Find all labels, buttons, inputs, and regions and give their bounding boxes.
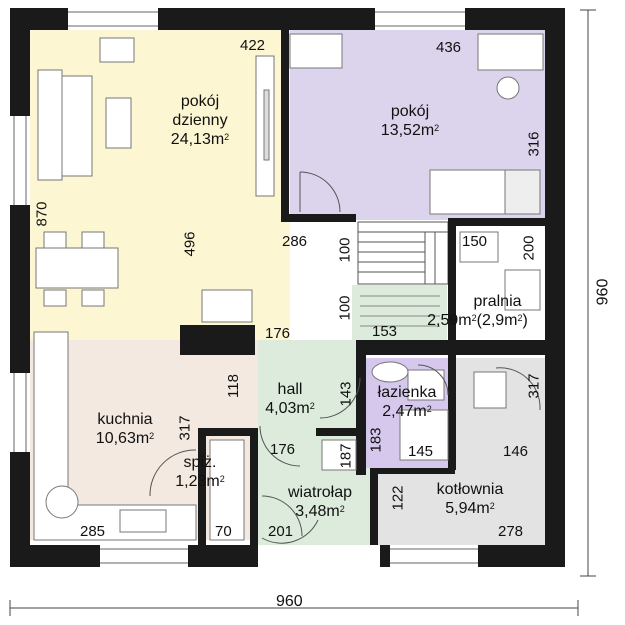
pantry-name: spiż. — [183, 454, 217, 471]
dim-overall-height: 960 — [594, 278, 612, 306]
bathroom-label: łazienka 2,47m2 — [362, 383, 452, 421]
hall-label: hall 4,03m2 — [250, 380, 330, 418]
bedroom-name: pokój — [390, 103, 430, 120]
hall-fill — [258, 340, 358, 435]
dim-122: 122 — [389, 485, 407, 511]
dim-150: 150 — [462, 233, 488, 250]
laundry-label: pralnia 2,59m2(2,9m2) — [410, 292, 545, 330]
dim-100-upper: 100 — [336, 237, 354, 263]
dim-496: 496 — [181, 231, 199, 257]
vestibule-name: wiatrołap — [287, 484, 353, 501]
boiler-room-name: kotłownia — [436, 481, 504, 498]
dim-183: 183 — [367, 427, 385, 453]
dim-278: 278 — [498, 523, 524, 540]
bedroom-area: 13,52m2 — [380, 122, 440, 139]
hall-area: 4,03m2 — [265, 400, 315, 417]
staircase — [357, 221, 449, 285]
bathroom-name: łazienka — [377, 384, 437, 401]
vestibule-label: wiatrołap 3,48m2 — [265, 483, 375, 521]
living-room-area: 24,13m2 — [170, 131, 230, 148]
doors — [149, 171, 541, 544]
living-room-name-1: pokój — [180, 93, 220, 110]
living-furniture — [35, 37, 275, 323]
pantry-label: spiż. 1,23m2 — [160, 453, 240, 491]
dim-176-upper: 176 — [265, 325, 291, 342]
dim-153: 153 — [372, 323, 398, 340]
bedroom-label: pokój 13,52m2 — [355, 102, 465, 140]
stair-landing-fill — [352, 285, 447, 345]
dim-201: 201 — [268, 523, 294, 540]
vestibule-area: 3,48m2 — [295, 503, 345, 520]
pantry-area: 1,23m2 — [175, 473, 225, 490]
dim-317-boiler: 317 — [525, 373, 543, 399]
dim-286: 286 — [282, 233, 308, 250]
dim-100-lower: 100 — [336, 295, 354, 321]
dimension-lines — [9, 9, 596, 616]
bedroom-furniture — [289, 33, 544, 215]
dim-870: 870 — [33, 201, 51, 227]
boiler-room-label: kotłownia 5,94m2 — [415, 480, 525, 518]
dim-146: 146 — [503, 443, 529, 460]
dim-176-lower: 176 — [270, 441, 296, 458]
bathroom-area: 2,47m2 — [382, 403, 432, 420]
dim-143: 143 — [337, 381, 355, 407]
dim-118: 118 — [224, 374, 242, 398]
dim-317-kitchen: 317 — [176, 415, 194, 441]
dim-285: 285 — [80, 523, 106, 540]
kitchen-label: kuchnia 10,63m2 — [70, 410, 180, 448]
dim-overall-width: 960 — [276, 593, 303, 610]
living-room-label: pokój dzienny 24,13m2 — [140, 92, 260, 149]
dim-187: 187 — [337, 443, 355, 469]
laundry-name: pralnia — [473, 293, 522, 310]
kitchen-area: 10,63m2 — [95, 430, 155, 447]
kitchen-name: kuchnia — [97, 411, 153, 428]
boiler-room-area: 5,94m2 — [445, 500, 495, 517]
dim-316: 316 — [525, 131, 543, 157]
dim-70: 70 — [215, 523, 232, 540]
bath-fixtures — [321, 231, 541, 471]
dim-436: 436 — [436, 39, 462, 56]
hall-name: hall — [277, 381, 303, 398]
dim-200: 200 — [520, 235, 538, 261]
walls — [10, 8, 565, 567]
living-room-name-2: dzienny — [172, 112, 228, 129]
stair-lower-steps — [360, 295, 440, 327]
laundry-area: 2,59m2(2,9m2) — [427, 312, 528, 329]
dim-422: 422 — [240, 37, 266, 54]
kitchen-furniture — [33, 331, 245, 541]
dim-145: 145 — [408, 443, 434, 460]
windows — [13, 11, 478, 564]
